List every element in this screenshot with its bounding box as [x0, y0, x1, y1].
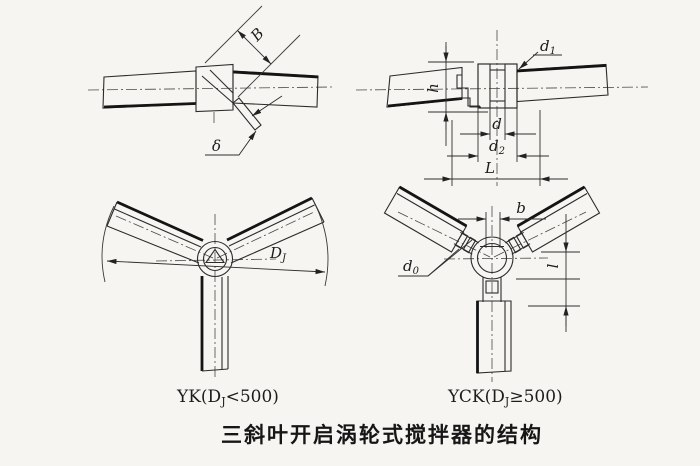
- dim-label-blade-thickness: δ: [212, 137, 221, 155]
- dim-label-hub-outer-dia: d2: [489, 137, 505, 157]
- dim-label-arm-width: b: [516, 199, 526, 217]
- dim-label-impeller-dia: DJ: [269, 244, 287, 264]
- dim-label-hub-height: h: [424, 83, 442, 93]
- dim-label-hub-length: L: [484, 159, 495, 177]
- yk-top-view: DJ: [101, 196, 329, 380]
- dim-label-set-screw-dia: d1: [540, 37, 556, 57]
- dim-label-bolt-dia: d0: [403, 257, 420, 277]
- yck-hub-circle: [470, 236, 514, 280]
- dim-label-offset: l: [544, 263, 562, 268]
- caption-yk: YK(DJ<500): [176, 387, 279, 408]
- yck-top-view: b d0 l: [383, 185, 601, 382]
- figure-title: 三斜叶开启涡轮式搅拌器的结构: [221, 423, 543, 447]
- yk-side-view: B δ: [87, 5, 333, 156]
- caption-yck: YCK(DJ≥500): [447, 387, 563, 408]
- yk-hub: [195, 63, 234, 113]
- yck-side-view: d1 h d d2 L: [355, 30, 649, 186]
- dim-label-bore-dia: d: [492, 115, 502, 133]
